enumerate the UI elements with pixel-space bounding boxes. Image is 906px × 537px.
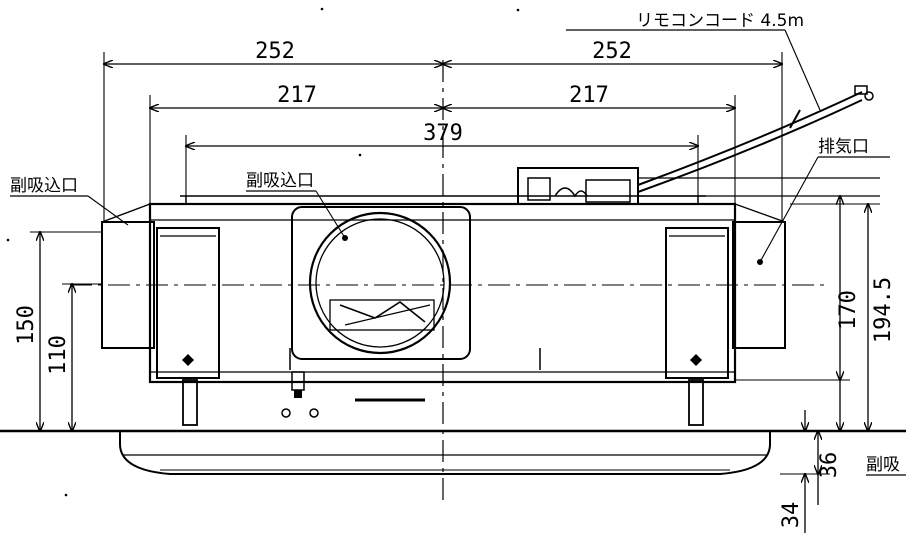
dim-170: 170	[836, 290, 861, 330]
dim-379: 379	[423, 121, 463, 146]
right-exhaust-duct	[732, 203, 786, 349]
dimension-left-vertical	[30, 232, 102, 431]
dimension-379	[186, 135, 698, 196]
ceiling-panel	[119, 430, 771, 475]
label-aux-intake-left: 副吸込口	[10, 176, 78, 196]
right-bracket	[665, 227, 729, 426]
dim-217-left: 217	[277, 83, 317, 108]
dim-36: 36	[817, 452, 842, 479]
left-bracket	[156, 227, 220, 426]
dimension-252	[104, 52, 782, 222]
dim-150: 150	[14, 305, 39, 345]
label-remote-cord: リモコンコード 4.5m	[636, 11, 804, 31]
dim-110: 110	[46, 335, 71, 375]
dim-252-right: 252	[592, 39, 632, 64]
bottom-fittings	[281, 371, 425, 418]
dimension-bottom-right	[780, 410, 830, 533]
dim-194-5: 194.5	[871, 277, 896, 343]
control-box	[517, 167, 880, 205]
dim-34: 34	[779, 502, 804, 529]
dimension-217	[150, 95, 735, 204]
dim-217-right: 217	[569, 83, 609, 108]
remote-cord	[637, 85, 874, 193]
center-aux-intake	[289, 206, 541, 370]
left-aux-intake-duct	[101, 203, 155, 349]
unit-body	[148, 195, 737, 384]
label-aux-intake-center: 副吸込口	[246, 171, 314, 191]
label-exhaust-port: 排気口	[818, 137, 869, 157]
dim-252-left: 252	[255, 39, 295, 64]
label-aux-intake-right: 副吸	[866, 455, 900, 475]
dimension-right-vertical	[736, 196, 880, 431]
